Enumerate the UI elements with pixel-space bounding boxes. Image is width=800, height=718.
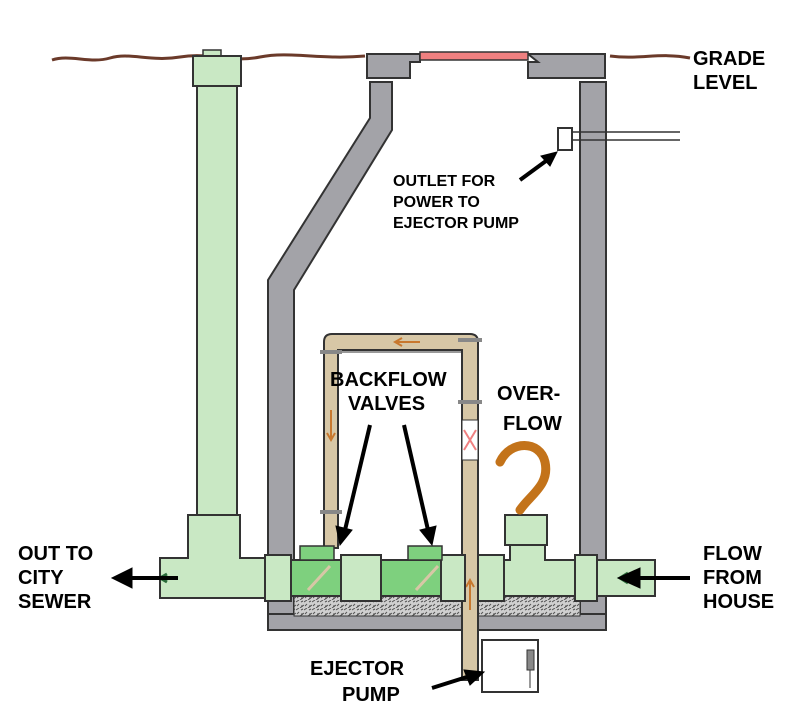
power-outlet [557,127,680,151]
overflow-rope [495,441,551,515]
flow-from-house-label: FLOW FROM HOUSE [703,543,774,613]
main-sewer-pipe [156,514,656,602]
discharge-pipe [320,333,482,681]
pit-walls [267,81,607,631]
ground-line [51,53,691,62]
out-to-city-sewer-label: OUT TO CITY SEWER [18,543,99,613]
pointer-arrows [110,151,690,690]
ejector-pump [481,639,539,693]
vent-pipe [192,49,242,523]
pit-lid [366,51,606,79]
overflow-label: OVER- FLOW [497,383,566,435]
ejector-pump-label: EJECTOR PUMP [310,658,410,706]
outlet-label: OUTLET FOR POWER TO EJECTOR PUMP [393,173,519,232]
backflow-valves-label: BACKFLOW VALVES [330,369,452,415]
overflow-inlet [504,514,548,546]
grade-level-label: GRADE LEVEL [693,48,771,94]
